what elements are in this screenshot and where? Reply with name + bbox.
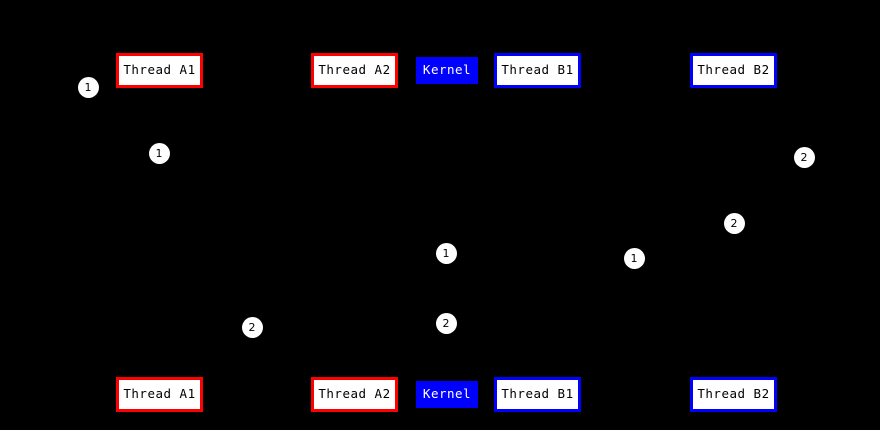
participant-label: Thread B1	[501, 386, 574, 402]
sequence-number-badge: 1	[623, 247, 645, 269]
message-arrow	[158, 160, 446, 263]
lifeline-thread-a1	[159, 88, 161, 377]
sequence-number-badge: 2	[793, 146, 815, 168]
sequence-number-badge: 2	[241, 316, 263, 338]
participant-kernel-header[interactable]: Kernel	[416, 57, 478, 84]
sequence-number-badge: 2	[435, 312, 457, 334]
lifeline-kernel	[447, 84, 449, 381]
participant-thread-b1-header[interactable]: Thread B1	[494, 53, 581, 88]
participant-thread-a1-footer[interactable]: Thread A1	[116, 377, 203, 412]
participant-label: Thread B2	[697, 62, 770, 78]
sequence-number-badge: 1	[435, 242, 457, 264]
message-arrow	[733, 95, 734, 231]
participant-label: Thread A2	[318, 62, 391, 78]
participant-label: Thread A2	[318, 386, 391, 402]
message-arrow	[251, 330, 446, 335]
message-arrow	[445, 230, 734, 331]
participant-label: Thread A1	[123, 386, 196, 402]
participant-label: Thread A1	[123, 62, 196, 78]
participant-label: Thread B2	[697, 386, 770, 402]
participant-thread-b2-footer[interactable]: Thread B2	[690, 377, 777, 412]
participant-thread-b1-footer[interactable]: Thread B1	[494, 377, 581, 412]
participant-label: Kernel	[422, 62, 472, 78]
participant-kernel-footer[interactable]: Kernel	[416, 381, 478, 408]
sequence-number-badge: 2	[723, 212, 745, 234]
participant-label: Thread B1	[501, 62, 574, 78]
lifeline-thread-b1	[538, 88, 540, 377]
participant-thread-a2-header[interactable]: Thread A2	[311, 53, 398, 88]
sequence-number-badge: 1	[77, 76, 99, 98]
lifeline-thread-a2	[355, 88, 357, 377]
participant-thread-a1-header[interactable]: Thread A1	[116, 53, 203, 88]
sequence-number-badge: 1	[148, 142, 170, 164]
participant-thread-a2-footer[interactable]: Thread A2	[311, 377, 398, 412]
participant-label: Kernel	[422, 386, 472, 402]
participant-thread-b2-header[interactable]: Thread B2	[690, 53, 777, 88]
